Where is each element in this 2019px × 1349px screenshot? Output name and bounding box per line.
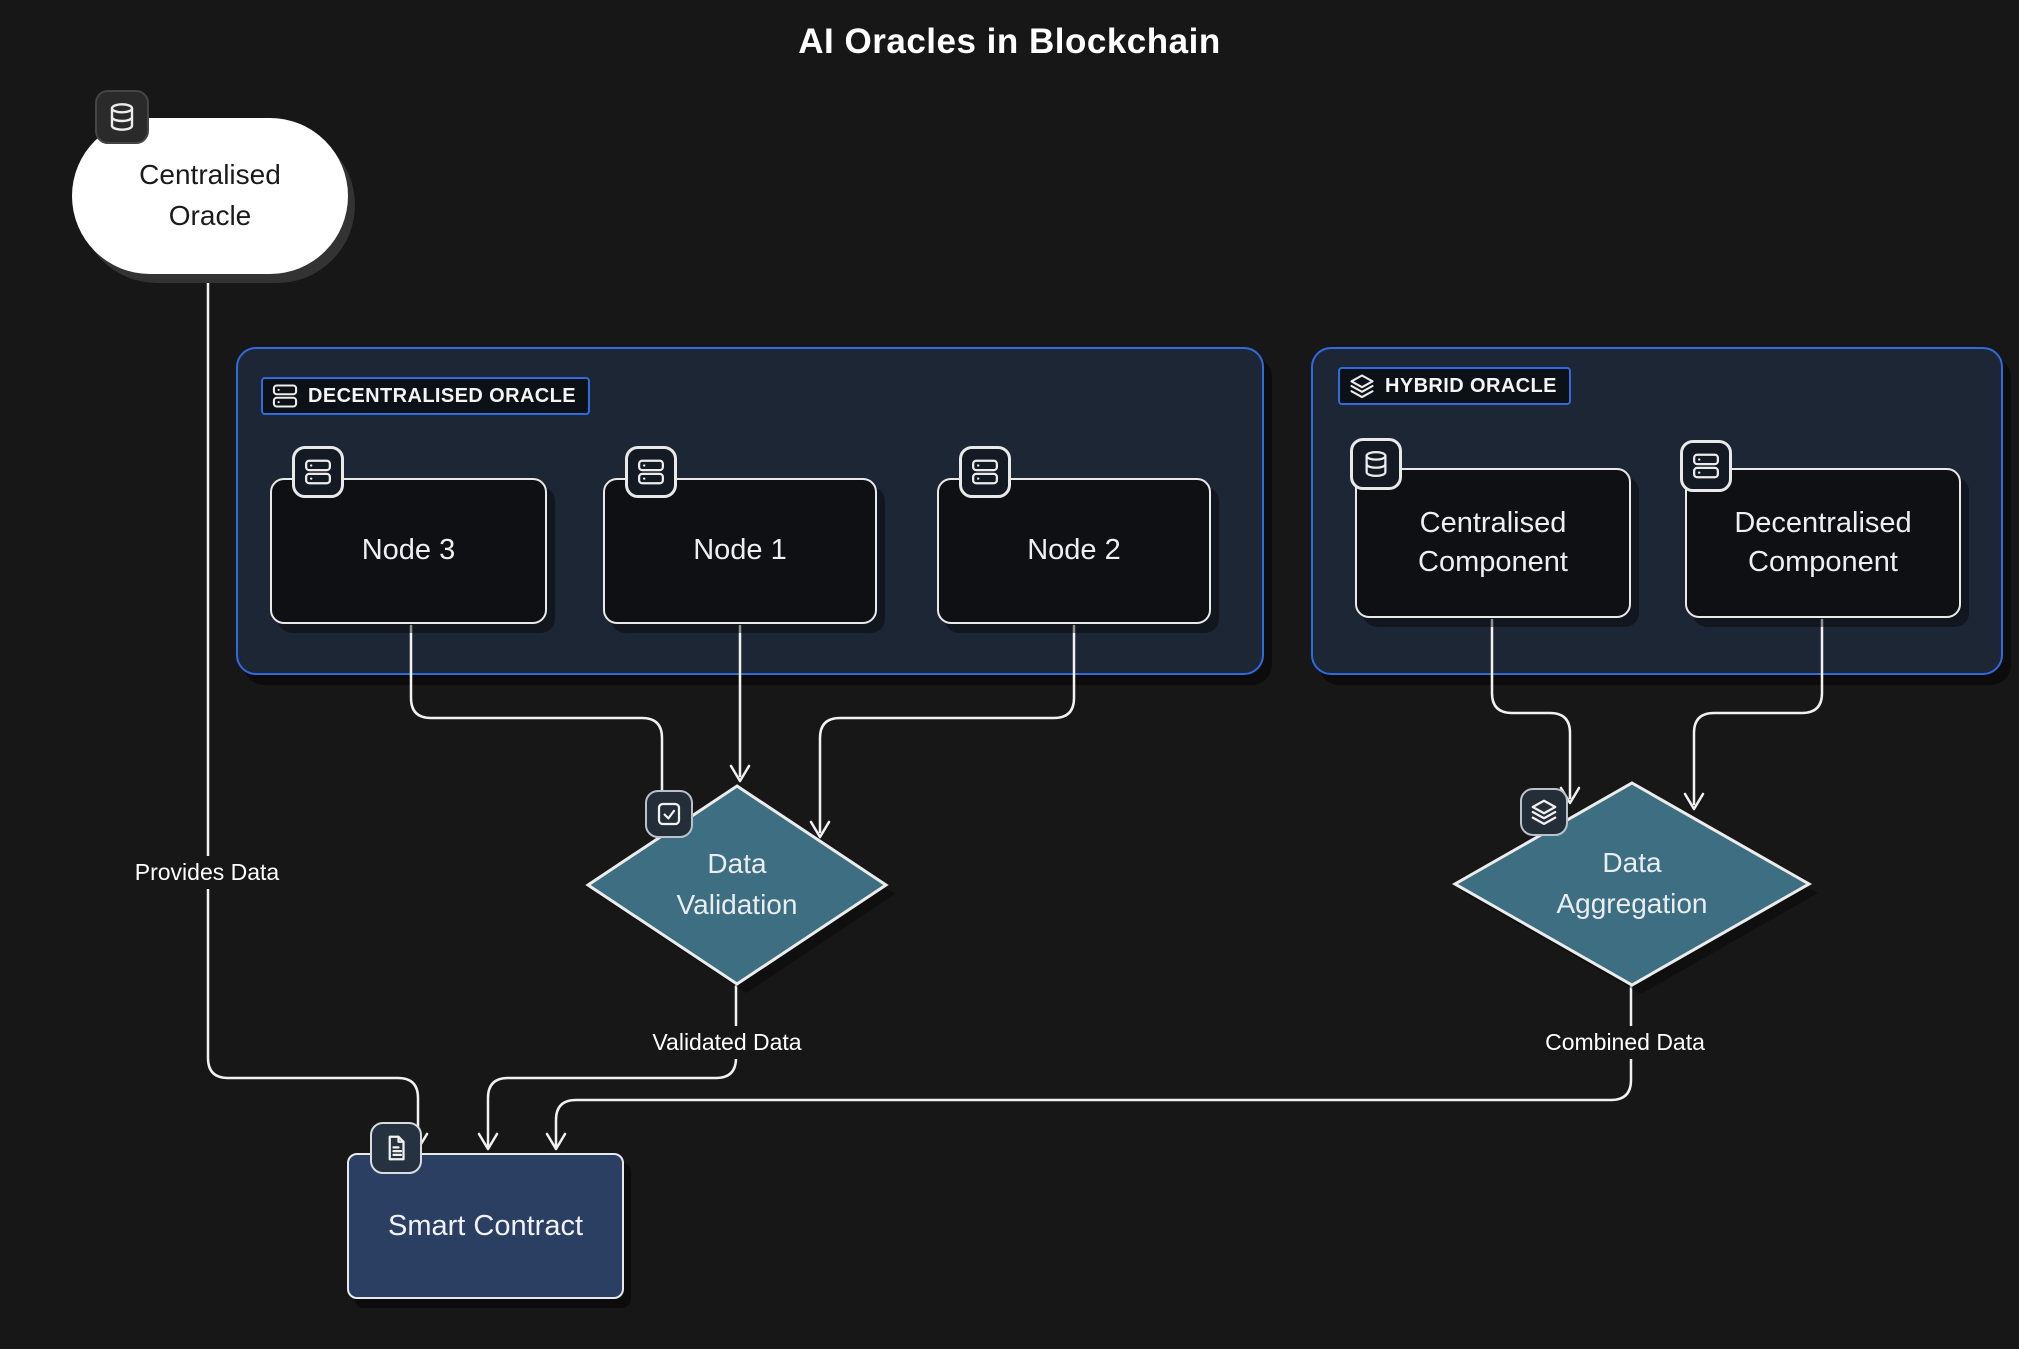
server-icon xyxy=(625,446,677,498)
arrowhead xyxy=(1683,792,1705,811)
check-square-icon xyxy=(645,790,693,838)
edge-label-validated-data: Validated Data xyxy=(622,1026,832,1059)
diagram-title: AI Oracles in Blockchain xyxy=(798,22,1221,61)
node-label: Centralised Oracle xyxy=(139,159,281,231)
edge-validated-data xyxy=(486,984,738,1148)
arrowhead xyxy=(729,764,751,783)
arrowhead xyxy=(809,820,831,839)
edge-dcomp-aggregation xyxy=(1692,618,1824,806)
server-icon xyxy=(271,382,299,410)
edge-ccomp-aggregation xyxy=(1490,618,1572,800)
node-1: Node 1 xyxy=(603,478,877,624)
data-validation-node: Data Validation xyxy=(585,783,895,993)
node-label: Data Aggregation xyxy=(1556,847,1708,919)
hybrid-oracle-group-label: HYBRID ORACLE xyxy=(1338,367,1571,405)
edge-combined-data xyxy=(554,984,1633,1148)
layers-icon xyxy=(1348,372,1376,400)
server-icon xyxy=(1680,440,1732,492)
data-aggregation-node: Data Aggregation xyxy=(1451,780,1818,994)
centralised-oracle-node: Centralised Oracle xyxy=(72,118,348,274)
smart-contract-node: Smart Contract xyxy=(347,1153,624,1299)
server-icon xyxy=(292,446,344,498)
group-label-text: HYBRID ORACLE xyxy=(1385,374,1557,397)
edge-label-combined-data: Combined Data xyxy=(1520,1026,1730,1059)
edge-provides-data xyxy=(206,274,420,1148)
node-label: Node 3 xyxy=(361,534,456,567)
arrowhead xyxy=(545,1132,567,1151)
arrowhead xyxy=(477,1132,499,1151)
node-label: Node 2 xyxy=(1027,534,1121,567)
edge-node3-validation xyxy=(409,624,664,822)
node-label: Centralised Component xyxy=(1418,506,1568,578)
document-icon xyxy=(370,1122,422,1174)
layers-icon xyxy=(1520,788,1568,836)
database-icon xyxy=(1350,438,1402,490)
decentralised-oracle-group-label: DECENTRALISED ORACLE xyxy=(261,377,591,415)
decentralised-component-node: Decentralised Component xyxy=(1685,468,1961,618)
node-3: Node 3 xyxy=(270,478,547,624)
centralised-component-node: Centralised Component xyxy=(1355,468,1631,618)
edge-label-provides-data: Provides Data xyxy=(102,856,312,889)
server-icon xyxy=(959,446,1011,498)
node-label: Data Validation xyxy=(676,848,798,920)
group-label-text: DECENTRALISED ORACLE xyxy=(308,384,577,407)
node-label: Smart Contract xyxy=(388,1209,583,1242)
edge-node2-validation xyxy=(818,624,1076,834)
node-label: Decentralised Component xyxy=(1734,506,1912,578)
node-2: Node 2 xyxy=(937,478,1211,624)
node-label: Node 1 xyxy=(693,534,787,567)
database-icon xyxy=(95,90,149,144)
